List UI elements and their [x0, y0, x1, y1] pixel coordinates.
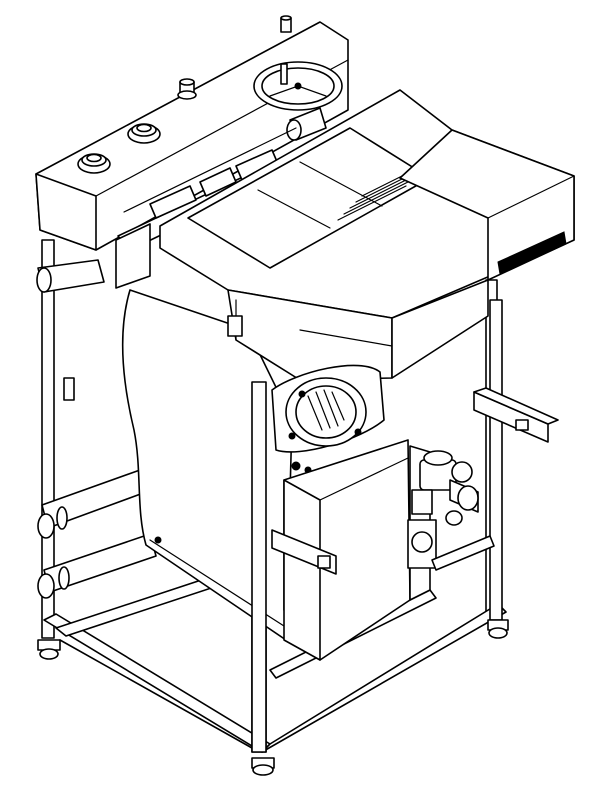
burner-unit — [283, 439, 431, 661]
casing-front-hood-side — [391, 279, 489, 379]
main-casing — [159, 89, 575, 381]
jacket-bolt — [154, 536, 162, 544]
gas-pump-cover — [411, 531, 433, 553]
door-bolt-2 — [354, 428, 362, 436]
frame-post-front-left-overlay — [251, 381, 267, 753]
casing-right-edge — [487, 175, 575, 219]
pipe-upper-nut — [36, 267, 52, 293]
gas-valve-cap — [423, 450, 453, 466]
gas-valve-assembly — [407, 450, 495, 571]
boiler-body — [121, 289, 293, 641]
front-cross-bracket — [271, 529, 337, 575]
bracket-arm-top — [473, 387, 559, 425]
fitting-large-1 — [77, 153, 111, 174]
burner-housing-front — [283, 479, 321, 661]
gas-valve-elbow — [445, 510, 463, 526]
frame-foot-rear-left — [37, 639, 61, 651]
bracket-clip — [515, 419, 529, 431]
frame-base-rail-left — [43, 613, 271, 753]
handwheel — [253, 61, 343, 111]
casing-panel-line-2 — [257, 189, 331, 229]
manifold-upper-edge — [123, 127, 297, 213]
gas-valve-coil — [411, 489, 433, 515]
frame-foot-pad-front-right — [488, 627, 508, 639]
burner-door-fins — [307, 389, 345, 431]
frame-foot-pad-front-left — [252, 764, 274, 776]
right-side-bracket — [473, 387, 559, 443]
gas-valve-knob — [451, 461, 473, 483]
frame-base-edge — [59, 639, 253, 749]
door-bolt-4 — [291, 461, 301, 471]
manifold-block-1 — [149, 185, 197, 219]
frame-foot-pad-rear-left — [39, 648, 59, 660]
pipe-lower-nut — [37, 573, 55, 599]
casing-hood-line — [299, 329, 393, 347]
casing-latch — [227, 315, 243, 337]
housing-front-face — [35, 173, 97, 251]
brand-plate — [497, 231, 567, 275]
side-bracket-clip — [63, 377, 75, 401]
door-bolt-3 — [298, 390, 306, 398]
housing-pipe-nut — [286, 119, 302, 141]
frame-post-front-right — [489, 299, 503, 621]
fitting-small — [177, 78, 197, 100]
left-pipes — [36, 259, 157, 599]
cross-bracket-clip — [317, 555, 331, 569]
burner-door-inner-ring — [295, 385, 357, 439]
top-connection-housing — [35, 15, 349, 251]
heat-exchanger-jacket — [121, 289, 293, 641]
burner-housing-edge — [319, 457, 409, 501]
pipe-lower-ring — [58, 566, 70, 590]
pipe-middle-nut — [37, 513, 55, 539]
manifold-side-plate — [115, 223, 151, 289]
fitting-large-2 — [127, 123, 161, 144]
frame-foot-front-right — [487, 619, 509, 631]
fitting-vent — [280, 15, 292, 33]
door-bolt-1 — [288, 432, 296, 440]
burner-door — [271, 364, 385, 474]
pipe-middle-ring — [56, 506, 68, 530]
gas-supply-pipe — [431, 535, 495, 571]
manifold-block-2 — [199, 167, 237, 197]
gas-valve-nut — [457, 485, 479, 511]
